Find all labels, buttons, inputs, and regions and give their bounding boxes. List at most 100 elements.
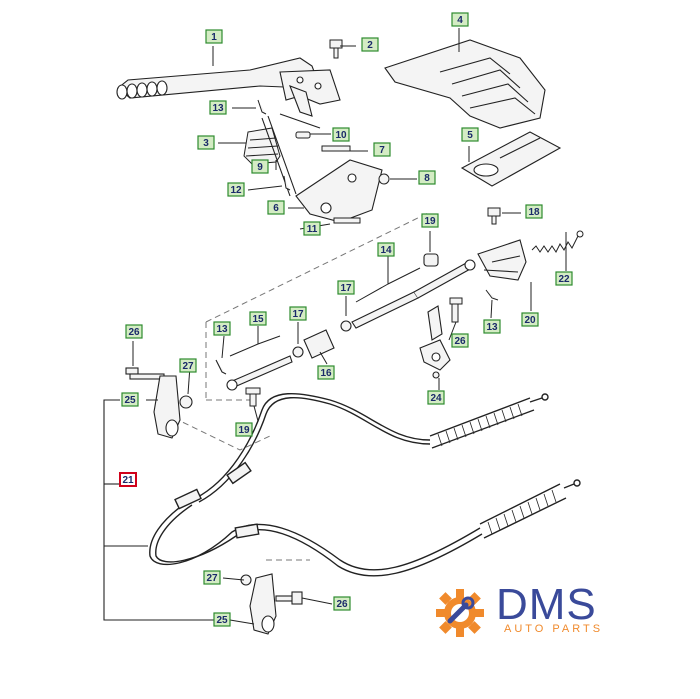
callout-box [179, 358, 197, 373]
callout-box [555, 271, 573, 286]
callout-box [213, 612, 231, 627]
callout-label: 26 [336, 599, 348, 610]
callout-c16: 16 [317, 365, 335, 380]
callout-box [119, 472, 137, 487]
logo-sub-text: AUTO PARTS [504, 623, 604, 635]
callout-label: 6 [273, 203, 279, 214]
callout-label: 13 [486, 322, 498, 333]
callout-c27a: 27 [179, 358, 197, 373]
callout-label: 19 [238, 425, 250, 436]
callout-label: 17 [340, 283, 352, 294]
callout-c21: 21 [119, 472, 137, 487]
bracket-6 [295, 159, 383, 223]
callout-label: 19 [424, 216, 436, 227]
logo-main-text: DMS [496, 580, 597, 629]
callout-c17b: 17 [289, 306, 307, 321]
callout-c20: 20 [521, 312, 539, 327]
callout-box [483, 319, 501, 334]
callout-c26b: 26 [451, 333, 469, 348]
callout-c3: 3 [197, 135, 215, 150]
trim-plate-5 [460, 131, 562, 187]
callout-c8: 8 [418, 170, 436, 185]
callout-c25a: 25 [121, 392, 139, 407]
callout-box [303, 221, 321, 236]
callout-label: 11 [307, 224, 318, 235]
callout-label: 27 [206, 573, 218, 584]
dms-logo: DMS AUTO PARTS [430, 583, 660, 643]
callout-c24: 24 [427, 390, 445, 405]
pin-19-lower [245, 387, 261, 407]
callout-label: 4 [457, 15, 463, 26]
callout-c1: 1 [205, 29, 223, 44]
gear-icon [436, 589, 484, 637]
callout-label: 3 [203, 138, 209, 149]
callout-box [317, 365, 335, 380]
leader-lines [132, 28, 567, 625]
callout-box [121, 392, 139, 407]
callout-c26a: 26 [125, 324, 143, 339]
callout-c27b: 27 [203, 570, 221, 585]
callout-label: 26 [128, 327, 140, 338]
callout-label: 21 [122, 475, 134, 486]
callout-c13c: 13 [483, 319, 501, 334]
callout-label: 13 [212, 103, 224, 114]
callout-c12: 12 [227, 182, 245, 197]
callout-label: 2 [367, 40, 373, 51]
callout-box [421, 213, 439, 228]
bracket-25-lower [240, 573, 303, 635]
callout-label: 20 [524, 315, 536, 326]
rod-15-assembly [215, 320, 352, 391]
callout-box [125, 324, 143, 339]
callout-box [203, 570, 221, 585]
callout-box [333, 596, 351, 611]
callout-box [289, 306, 307, 321]
callout-box [373, 142, 391, 157]
callout-box [213, 321, 231, 336]
callout-label: 18 [528, 207, 540, 218]
rod-14 [351, 253, 476, 329]
callout-box [235, 422, 253, 437]
callout-c4: 4 [451, 12, 469, 27]
callout-label: 1 [211, 32, 217, 43]
callout-box [461, 127, 479, 142]
bracket-26-upper [125, 367, 193, 439]
callout-label: 12 [230, 185, 242, 196]
callout-21-bracket [103, 399, 214, 621]
callout-label: 25 [124, 395, 136, 406]
callout-box [361, 37, 379, 52]
callout-c26c: 26 [333, 596, 351, 611]
callout-label: 22 [558, 274, 570, 285]
callout-box [418, 170, 436, 185]
callout-c14: 14 [377, 242, 395, 257]
fasteners-mid-right [449, 289, 499, 323]
handbrake-cables [149, 393, 581, 577]
callout-c13a: 13 [209, 100, 227, 115]
callout-label: 25 [216, 615, 228, 626]
callout-c11: 11 [303, 221, 321, 236]
clevis-24 [419, 305, 451, 379]
gaiter-4 [384, 39, 546, 129]
callout-c6: 6 [267, 200, 285, 215]
callout-c7: 7 [373, 142, 391, 157]
callout-label: 10 [335, 130, 347, 141]
callout-label: 5 [467, 130, 473, 141]
callout-box [249, 311, 267, 326]
callout-c2: 2 [361, 37, 379, 52]
callout-box [227, 182, 245, 197]
callout-label: 7 [379, 145, 385, 156]
callout-box [451, 12, 469, 27]
callout-label: 13 [216, 324, 228, 335]
callout-box [377, 242, 395, 257]
callout-c15: 15 [249, 311, 267, 326]
callout-box [251, 159, 269, 174]
callout-c13b: 13 [213, 321, 231, 336]
callout-box [267, 200, 285, 215]
callout-c5: 5 [461, 127, 479, 142]
callout-box [427, 390, 445, 405]
callout-label: 14 [380, 245, 392, 256]
callout-box [205, 29, 223, 44]
callout-label: 15 [252, 314, 264, 325]
